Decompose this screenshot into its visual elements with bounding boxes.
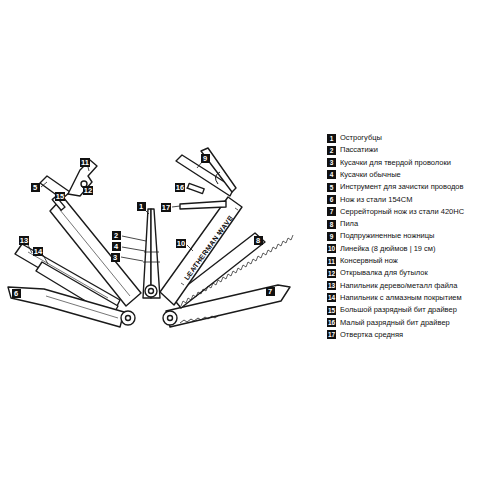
legend-number: 4 [327,170,336,179]
legend-row: 14 Напильник с алмазным покрытием [327,293,462,303]
pivot [145,285,157,297]
left-handle [50,197,141,306]
legend-number: 15 [327,306,336,315]
legend-row: 15 Большой разрядный бит драйвер [327,305,457,315]
legend-text: Открывалка для бутылок [340,268,428,278]
legend-number: 5 [327,183,336,192]
legend-row: 3 Кусачки для твердой проволоки [327,158,451,168]
callout-number: 16 [175,183,185,192]
legend-text: Нож из стали 154CM [340,195,412,205]
legend-text: Напильник дерево/металл файла [340,281,457,291]
legend-row: 13 Напильник дерево/металл файла [327,281,457,291]
legend-text: Пила [340,219,358,229]
callout-number: 4 [112,242,121,251]
legend-text: Инструмент для зачистки проводов [340,182,463,192]
pivot [126,316,131,321]
callout-number: 1 [137,202,146,211]
legend-text: Кусачки для твердой проволоки [340,158,451,168]
legend-text: Отвертка средняя [340,330,403,340]
legend-text: Подпружиненные ножницы [340,231,434,241]
ruler-ticks [181,208,238,285]
handle-groove [60,210,130,296]
legend-number: 12 [327,269,336,278]
legend-text: Большой разрядный бит драйвер [340,305,457,315]
legend-row: 17 Отвертка средняя [327,330,403,340]
legend-text: Напильник с алмазным покрытием [340,293,462,303]
scissor-spring [215,172,220,184]
legend-number: 10 [327,244,336,253]
legend-row: 2 Пассатижи [327,145,378,155]
callout-number: 14 [33,247,43,256]
legend-row: 1 Острогубцы [327,133,382,143]
pivot [168,316,173,321]
legend-row: 12 Открывалка для бутылок [327,268,428,278]
legend-number: 13 [327,281,336,290]
callout-number: 10 [176,239,186,248]
serration [180,315,219,323]
brand-wordmark: LEATHERMAN WAVE [183,214,235,282]
knife-blade [8,287,124,327]
legend-row: 16 Малый разрядный бит драйвер [327,318,450,328]
cutter-edge [143,252,160,262]
legend-number: 2 [327,146,336,155]
legend-text: Консервный нож [340,256,398,266]
callout-number: 9 [201,154,210,163]
callout-number: 5 [31,183,40,192]
legend-row: 10 Линейка (8 дюймов | 19 см) [327,244,436,254]
legend-row: 8 Пила [327,219,358,229]
pivot [121,311,135,325]
legend-row: 5 Инструмент для зачистки проводов [327,182,463,192]
legend-number: 14 [327,293,336,302]
callout-number: 3 [111,253,120,262]
legend-row: 9 Подпружиненные ножницы [327,231,434,241]
small-bit [187,183,204,193]
callout-number: 2 [112,231,121,240]
legend-number: 17 [327,330,336,339]
callout-number: 15 [55,192,65,201]
legend-text: Пассатижи [340,145,378,155]
callout-number: 11 [80,158,90,167]
right-handle [160,197,242,305]
legend-number: 3 [327,158,336,167]
legend-row: 4 Кусачки обычные [327,170,401,180]
legend-number: 11 [327,257,336,266]
callout-number: 8 [254,236,263,245]
legend-number: 6 [327,195,336,204]
blade-edge [46,296,118,318]
legend-text: Кусачки обычные [340,170,401,180]
leader-lines [28,162,202,264]
legend-text: Острогубцы [340,133,382,143]
legend-number: 8 [327,220,336,229]
pivot [163,311,177,325]
legend-number: 9 [327,232,336,241]
callout-number: 6 [12,289,21,298]
scissor-blade [201,148,236,192]
legend-number: 1 [327,134,336,143]
legend-number: 7 [327,207,336,216]
legend-text: Серрейторный нож из стали 420HC [340,207,464,217]
callout-number: 17 [161,203,171,212]
legend-row: 7 Серрейторный нож из стали 420HC [327,207,464,217]
legend-number: 16 [327,318,336,327]
legend-text: Линейка (8 дюймов | 19 см) [340,244,436,254]
callout-number: 12 [83,186,93,195]
legend-text: Малый разрядный бит драйвер [340,318,450,328]
legend-row: 6 Нож из стали 154CM [327,195,412,205]
legend-row: 11 Консервный нож [327,256,398,266]
screwdriver [180,201,226,209]
pivot [149,289,154,294]
callout-number: 7 [266,287,275,296]
callout-number: 13 [19,236,29,245]
